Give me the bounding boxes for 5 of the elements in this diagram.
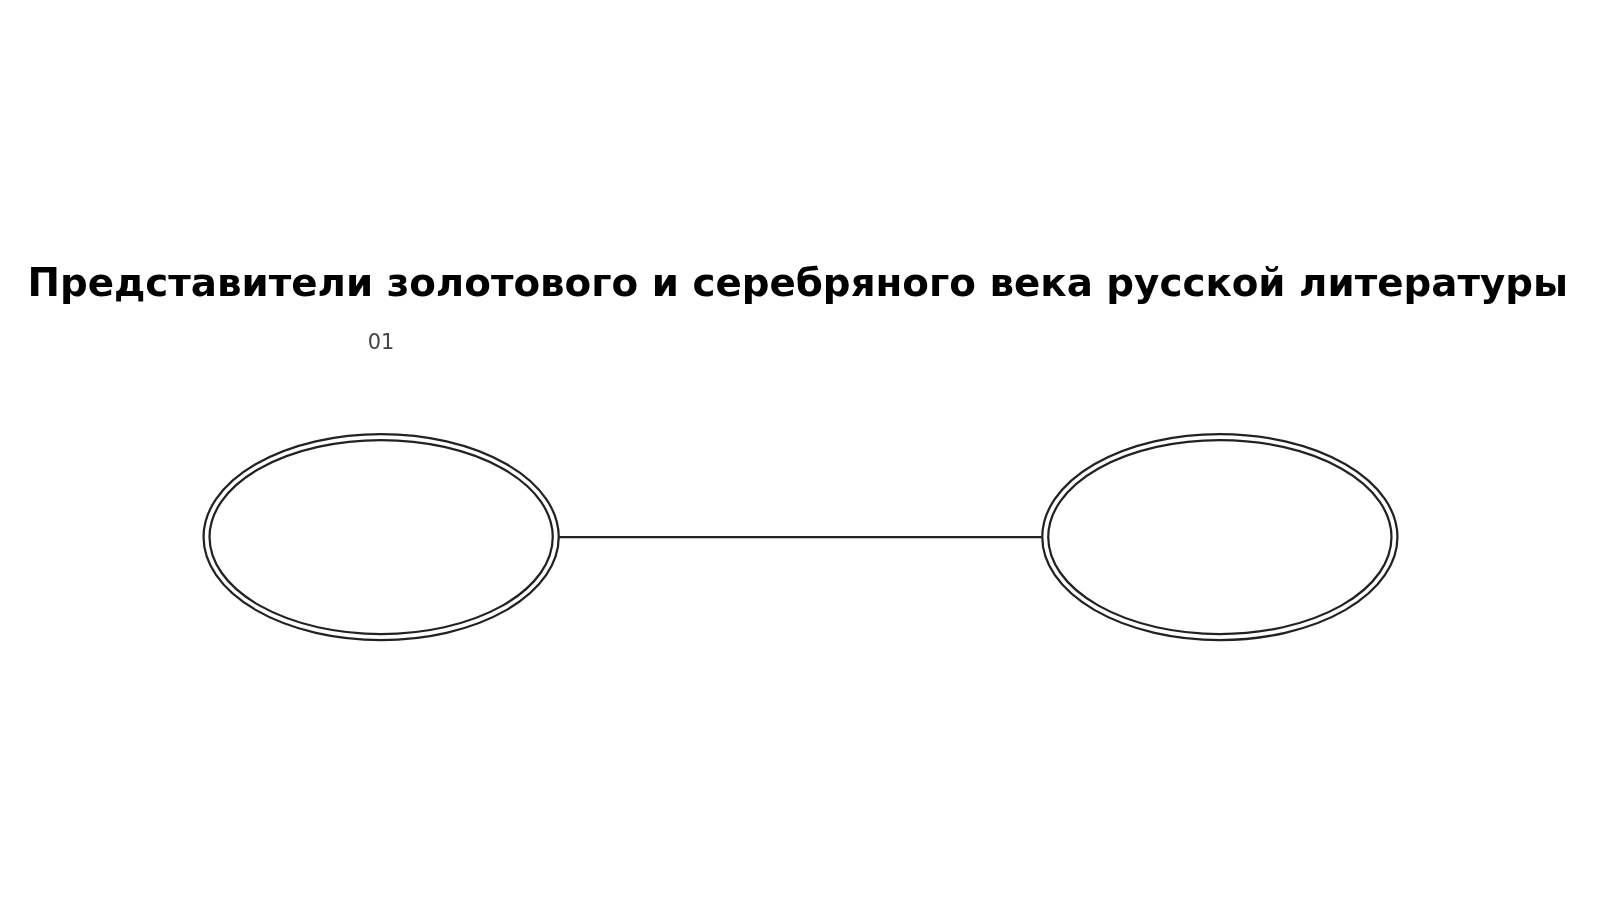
connector (558, 535, 1042, 538)
node-ellipse (201, 432, 560, 641)
node-ellipse (1040, 432, 1399, 641)
diagram-title: Представители золотового и серебряного века русской литературы (26, 259, 1568, 305)
label: 01 (367, 329, 394, 354)
